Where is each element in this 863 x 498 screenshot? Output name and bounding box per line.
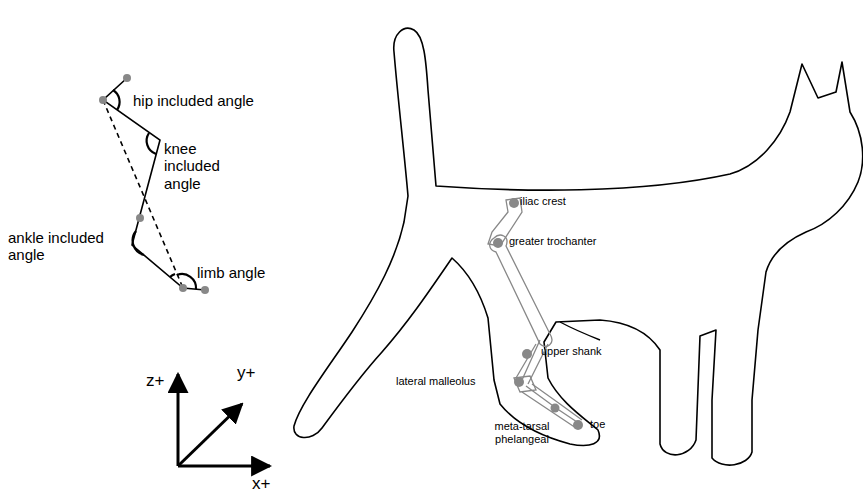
landmark-label: toe bbox=[590, 418, 630, 431]
axis-label: y+ bbox=[237, 363, 267, 383]
angle-label: ankle included angle bbox=[8, 229, 130, 264]
axes bbox=[178, 374, 270, 466]
axis-label: x+ bbox=[252, 474, 282, 494]
axis-label: z+ bbox=[146, 371, 176, 391]
angle-label: hip included angle bbox=[133, 92, 283, 109]
angle-label: limb angle bbox=[197, 264, 287, 281]
landmark-label: iliac crest bbox=[520, 195, 600, 208]
landmark-label: greater trochanter bbox=[509, 235, 619, 248]
landmark-label: lateral malleolus bbox=[396, 375, 514, 388]
hindlimb-skeleton bbox=[488, 198, 582, 428]
cat-outline bbox=[294, 28, 863, 465]
landmark-label: upper shank bbox=[541, 345, 621, 358]
landmark-label: meta-tarsal phelangeal bbox=[484, 420, 560, 445]
angle-label: knee included angle bbox=[164, 140, 236, 192]
cat-leg-line bbox=[560, 322, 600, 340]
marker-dots bbox=[493, 198, 583, 430]
